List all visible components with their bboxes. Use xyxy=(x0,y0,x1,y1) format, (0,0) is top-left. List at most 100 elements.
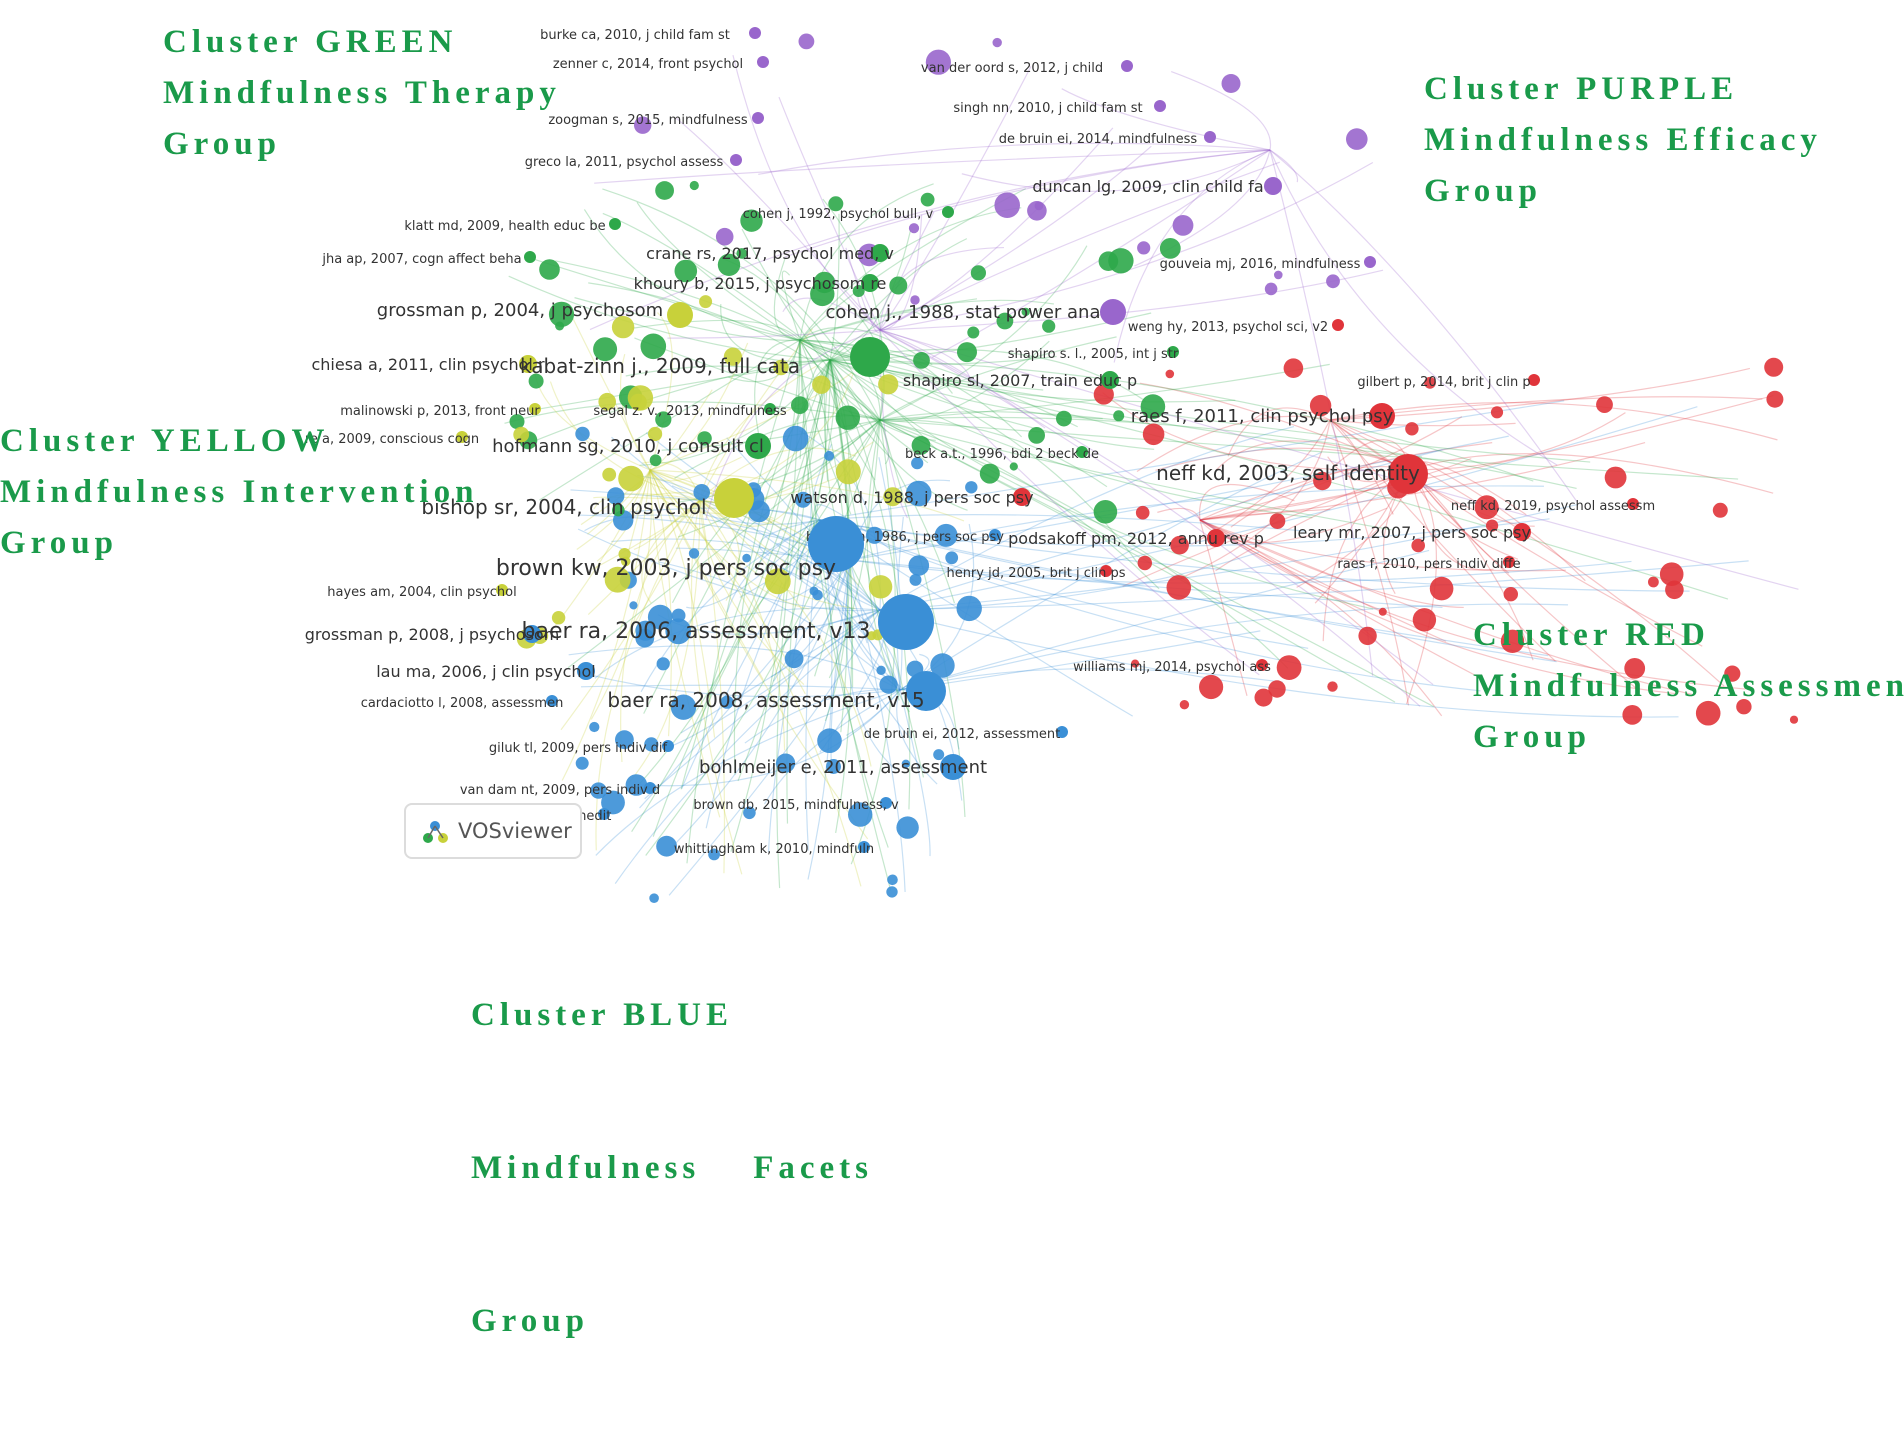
node-bubble xyxy=(745,433,771,459)
minor-node xyxy=(509,414,525,430)
minor-node xyxy=(1503,587,1519,602)
minor-node xyxy=(776,753,796,773)
minor-node xyxy=(889,276,908,295)
minor-node xyxy=(1358,626,1377,646)
network-edge xyxy=(504,401,881,424)
node-label: grossman p, 2008, j psychosom xyxy=(305,625,560,644)
network-edge xyxy=(1061,88,1271,151)
network-edge xyxy=(639,559,851,809)
minor-node xyxy=(1137,555,1153,571)
node-bubble xyxy=(1528,374,1540,386)
network-edge xyxy=(649,469,965,522)
cluster-yellow-line2: Mindfulness Intervention xyxy=(0,474,479,510)
network-edge xyxy=(879,245,1088,421)
minor-node xyxy=(965,481,978,494)
network-edge xyxy=(699,499,805,685)
minor-node xyxy=(817,728,842,753)
network-edge xyxy=(720,304,831,363)
network-edge xyxy=(549,381,701,501)
network-node: bishop sr, 2004, clin psychol xyxy=(421,478,754,519)
cluster-purple-line3: Group xyxy=(1424,173,1542,209)
network-edge xyxy=(819,519,1309,649)
network-edge xyxy=(1409,469,1519,560)
network-edge xyxy=(849,559,906,893)
minor-node xyxy=(1309,394,1332,417)
minor-node xyxy=(913,352,930,369)
node-label: weng hy, 2013, psychol sci, v2 xyxy=(1128,320,1328,335)
network-edge xyxy=(594,607,881,679)
network-edge xyxy=(631,359,831,833)
network-node: zenner c, 2014, front psychol xyxy=(553,56,769,72)
minor-node xyxy=(911,457,924,470)
minor-node xyxy=(575,426,590,442)
network-edge xyxy=(649,342,749,471)
node-bubble xyxy=(1101,371,1119,389)
network-edge xyxy=(649,469,810,610)
minor-node xyxy=(1412,608,1437,632)
cluster-green-line2: Mindfulness Therapy xyxy=(163,75,561,111)
network-edge xyxy=(1199,508,1331,521)
minor-node xyxy=(1724,665,1741,682)
network-edge xyxy=(583,209,801,341)
network-edge xyxy=(1199,519,1676,695)
network-edge xyxy=(1199,519,1692,695)
network-edge xyxy=(576,469,651,550)
node-label: neff kd, 2019, psychol assessm xyxy=(1451,499,1655,514)
network-edge xyxy=(784,149,1271,258)
network-edge xyxy=(828,419,881,679)
node-label: kabat-zinn j., 2009, full cata xyxy=(520,354,800,378)
node-bubble xyxy=(880,797,892,809)
minor-node xyxy=(736,248,748,259)
minor-node xyxy=(784,649,804,669)
network-edge xyxy=(770,559,851,678)
network-node: leary mr, 2007, j pers soc psy xyxy=(1293,523,1531,542)
minor-node xyxy=(693,484,710,501)
network-edge xyxy=(680,609,881,734)
node-label: van dam nt, 2009, pers indiv d xyxy=(460,783,660,798)
node-bubble xyxy=(749,27,761,39)
network-edge xyxy=(799,207,1022,341)
cluster-purple-line1: Cluster PURPLE xyxy=(1424,71,1739,107)
network-edge xyxy=(1409,412,1626,471)
node-bubble xyxy=(1167,346,1179,358)
minor-node xyxy=(656,657,670,671)
network-edge xyxy=(649,456,742,482)
minor-node xyxy=(1648,576,1659,588)
network-edge xyxy=(773,258,801,341)
network-edge xyxy=(1199,519,1248,696)
node-label: watson d, 1988, j pers soc psy xyxy=(790,488,1033,507)
node-label: gilbert p, 2014, brit j clin p xyxy=(1357,375,1530,390)
network-edge xyxy=(1139,382,1411,471)
network-edge xyxy=(799,339,936,442)
minor-node xyxy=(740,209,763,232)
network-edge xyxy=(728,339,801,383)
minor-node xyxy=(905,480,932,507)
network-edge xyxy=(870,415,929,464)
cluster-purple-title: Cluster PURPLE Mindfulness Efficacy Grou… xyxy=(1424,64,1822,217)
minor-node xyxy=(612,503,625,517)
minor-node xyxy=(813,271,836,294)
network-edge xyxy=(567,419,881,669)
minor-node xyxy=(548,301,575,327)
network-edge xyxy=(879,419,1739,480)
node-label: brown db, 2015, mindfulness, v xyxy=(693,798,899,813)
minor-node xyxy=(1166,575,1192,600)
network-edge xyxy=(767,519,821,853)
network-edge xyxy=(1199,458,1472,521)
network-edge xyxy=(702,513,821,525)
network-edge xyxy=(658,561,901,691)
minor-node xyxy=(1135,505,1150,520)
network-edge xyxy=(699,499,796,527)
network-edge xyxy=(819,514,1306,532)
node-bubble xyxy=(1256,659,1268,671)
minor-node xyxy=(1172,215,1194,236)
network-edge xyxy=(568,645,901,691)
network-edge xyxy=(799,339,889,848)
network-edge xyxy=(587,499,701,616)
node-bubble xyxy=(1388,454,1428,494)
network-node: duncan lg, 2009, clin child fa xyxy=(1032,177,1282,196)
network-edge xyxy=(829,359,1591,463)
network-edge xyxy=(1155,447,1411,471)
minor-node xyxy=(604,566,631,593)
minor-node xyxy=(1056,410,1072,427)
